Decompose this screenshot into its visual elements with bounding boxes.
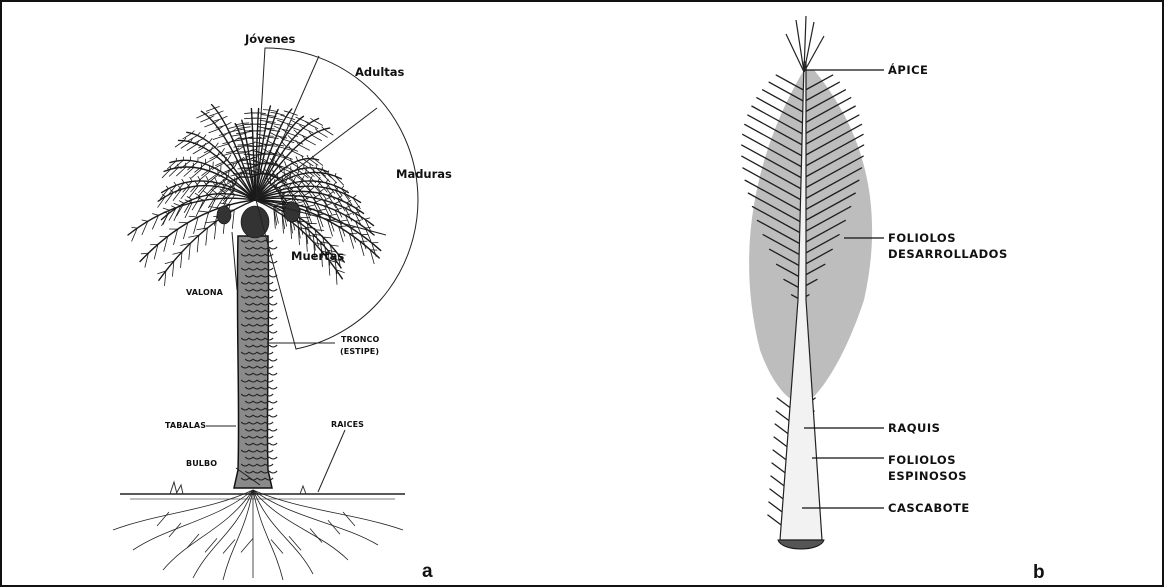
- label-foliolos-espinosos-1: FOLIOLOS: [888, 454, 956, 466]
- label-jovenes: Jóvenes: [245, 33, 295, 45]
- label-tronco: TRONCO: [341, 336, 379, 344]
- panel-a-palm-tree: Jóvenes Adultas Maduras Muertas VALONA T…: [0, 0, 582, 583]
- label-raquis: RAQUIS: [888, 422, 940, 434]
- label-bulbo: BULBO: [186, 460, 217, 468]
- panel-a-letter: a: [422, 562, 433, 582]
- label-foliolos-desarrollados-2: DESARROLLADOS: [888, 248, 1008, 260]
- panel-b-frond: ÁPICE FOLIOLOS DESARROLLADOS RAQUIS FOLI…: [582, 0, 1160, 583]
- label-valona: VALONA: [186, 289, 223, 297]
- label-foliolos-espinosos-2: ESPINOSOS: [888, 470, 967, 482]
- palm-tree-illustration: [0, 0, 582, 583]
- label-raices: RAICES: [331, 421, 364, 429]
- label-maduras: Maduras: [396, 168, 452, 180]
- label-cascabote: CASCABOTE: [888, 502, 970, 514]
- palm-roots: [113, 490, 403, 580]
- label-muertas: Muertas: [291, 250, 344, 262]
- frond-illustration: [582, 0, 1160, 583]
- petiole-base: [778, 540, 824, 549]
- label-apice: ÁPICE: [888, 64, 928, 76]
- label-estipe: (ESTIPE): [340, 348, 379, 356]
- palm-trunk: [234, 236, 277, 488]
- label-adultas: Adultas: [355, 66, 404, 78]
- label-tabalas: TABALAS: [165, 422, 206, 430]
- label-foliolos-desarrollados-1: FOLIOLOS: [888, 232, 956, 244]
- panel-b-letter: b: [1033, 563, 1045, 583]
